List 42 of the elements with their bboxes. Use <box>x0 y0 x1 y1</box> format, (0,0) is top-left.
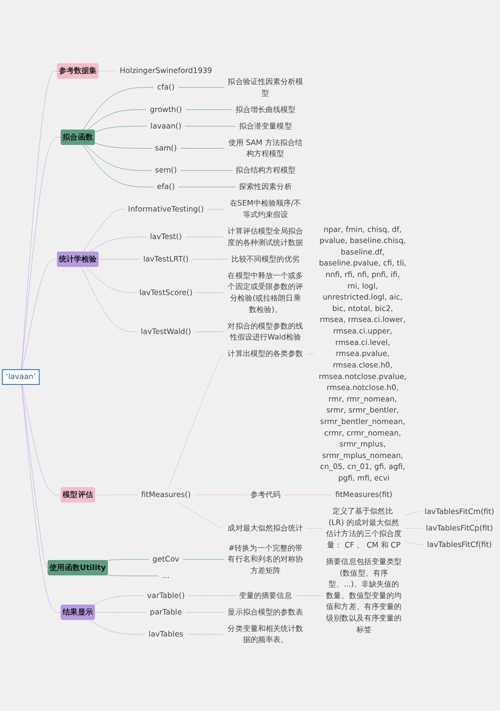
connector <box>196 292 224 293</box>
connector <box>22 384 62 496</box>
connector <box>21 384 48 568</box>
connector <box>94 494 138 496</box>
connector <box>92 596 144 606</box>
connector <box>194 494 248 496</box>
connector <box>82 87 154 130</box>
connector <box>180 148 224 149</box>
connector <box>185 236 224 238</box>
connector <box>207 208 224 210</box>
connector <box>21 70 58 370</box>
connector <box>178 87 224 88</box>
connector <box>94 142 152 149</box>
connector <box>404 512 422 516</box>
connector <box>178 186 236 188</box>
connector <box>284 494 332 496</box>
connector <box>89 620 146 635</box>
connector <box>89 236 147 252</box>
connector <box>21 137 62 370</box>
connector <box>81 266 138 332</box>
connector <box>82 144 154 188</box>
connector <box>404 528 423 529</box>
connector <box>180 170 232 171</box>
connector <box>192 258 228 260</box>
connector <box>94 126 148 132</box>
connector <box>85 266 136 293</box>
connector <box>22 259 58 370</box>
connector <box>168 354 224 488</box>
connector <box>82 208 125 252</box>
connector <box>106 559 150 561</box>
connector <box>178 502 224 529</box>
connector <box>182 559 224 560</box>
connector <box>106 574 160 576</box>
connector <box>404 540 424 546</box>
connector <box>94 612 147 613</box>
connector <box>185 109 232 110</box>
connector <box>21 384 62 613</box>
connector <box>306 528 323 529</box>
connector <box>98 258 140 260</box>
connector <box>86 109 147 130</box>
connector <box>85 144 152 171</box>
connector <box>186 634 224 635</box>
